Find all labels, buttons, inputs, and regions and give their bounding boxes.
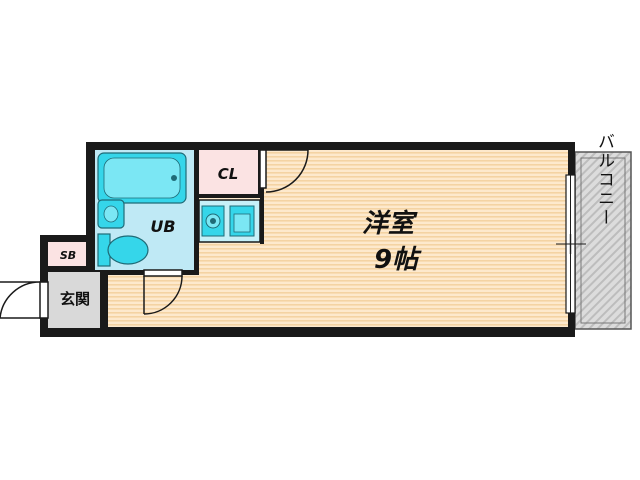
corridor-floor: [108, 275, 268, 327]
balcony: [574, 151, 632, 330]
closet-label: CL: [218, 165, 239, 183]
main-room-name: 洋室: [362, 209, 418, 239]
main-room-floor: [264, 150, 568, 327]
balcony-window: [556, 174, 586, 314]
entrance-label: 玄関: [60, 290, 90, 308]
shoe-box-label: SB: [60, 249, 76, 262]
entrance: [48, 272, 100, 328]
toilet-bowl: [107, 235, 149, 265]
bath-label: UB: [150, 217, 175, 236]
main-room-size: 9帖: [374, 245, 422, 275]
shoe-box: [48, 242, 86, 266]
kitchen-counter: [198, 199, 261, 243]
balcony-label: バルコニー: [594, 133, 614, 228]
doors: [0, 149, 309, 319]
unit-bath: [95, 150, 194, 271]
closet: [199, 150, 258, 194]
